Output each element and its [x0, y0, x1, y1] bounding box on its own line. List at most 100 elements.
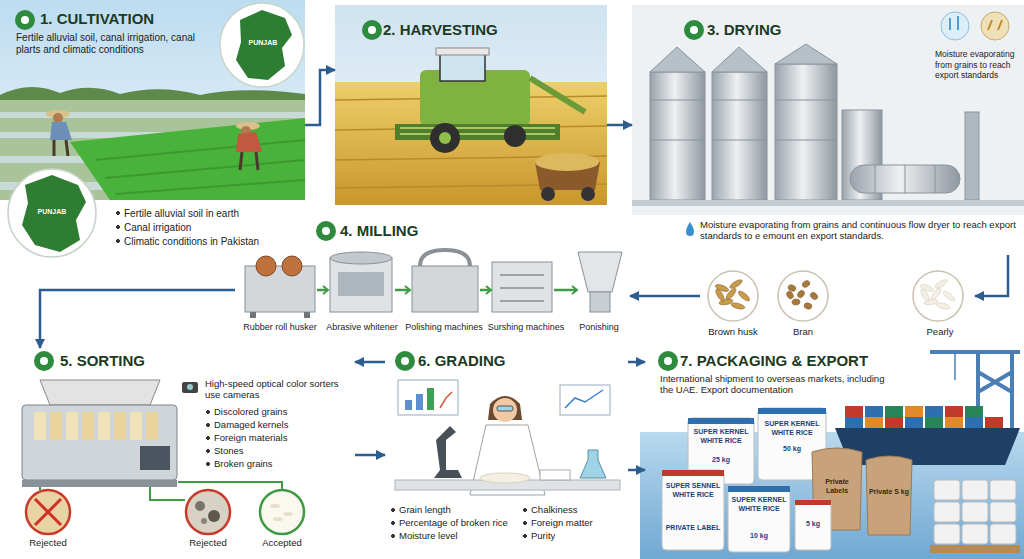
- grain-icon: [942, 290, 956, 303]
- stage-title: 6. GRADING: [418, 352, 506, 370]
- drying-scene: [632, 5, 1024, 236]
- result-caption: Accepted: [248, 537, 316, 549]
- flow-arrow: [975, 255, 1008, 296]
- sorting-machine-part: [146, 412, 158, 440]
- milling-machines-part: [338, 272, 384, 296]
- sorting-machine-part: [187, 384, 193, 390]
- sorting-machine-part: [114, 412, 126, 440]
- packaging-port-scene-part: [962, 524, 988, 544]
- stage-note: Moisture evaporating from grains to reac…: [935, 49, 1019, 81]
- drying-scene-part: [775, 44, 837, 64]
- grading-lab-scene-part: [427, 388, 434, 410]
- drying-scene-part: [690, 26, 698, 34]
- grading-lab-scene-part: [416, 394, 423, 410]
- packaging-port-scene-part: [965, 417, 983, 428]
- grain-icon: [803, 302, 812, 310]
- bag-weight: 10 kg: [730, 532, 788, 541]
- bullet-item: Foreign matter: [522, 517, 631, 529]
- grain-icon: [725, 287, 738, 301]
- drying-scene-part: [988, 20, 1002, 30]
- milling-machines-part: [578, 252, 622, 292]
- harvesting-scene: [335, 5, 607, 205]
- packaging-port-scene-part: [990, 480, 1016, 500]
- grain-icon: [930, 287, 943, 301]
- sorting-machine-part: [195, 501, 205, 511]
- cultivation-scene-part: [22, 175, 86, 252]
- stage-title: 4. MILLING: [340, 222, 418, 240]
- packaging-port-scene-part: [945, 417, 963, 428]
- harvesting-scene-part: [395, 124, 560, 140]
- flow-arrow: [628, 361, 645, 364]
- sorting-machine-part: [273, 517, 283, 521]
- cultivation-scene-part: [220, 3, 304, 87]
- bullet-item: Percentage of broken rice: [390, 517, 527, 529]
- sorting-machine-part: [270, 504, 280, 508]
- milling-machines-part: [330, 258, 392, 312]
- packaging-port-scene-part: [934, 524, 960, 544]
- cultivation-scene-part: [0, 87, 305, 102]
- packaging-port-scene-part: [954, 352, 956, 380]
- sorting-machine-part: [40, 357, 48, 365]
- packaging-port-scene-part: [845, 417, 863, 428]
- packaging-port-scene-part: [925, 417, 943, 428]
- harvesting-scene-part: [400, 128, 555, 134]
- bullet-item: Purity: [522, 530, 631, 542]
- bag-label: PRIVATE LABEL: [664, 524, 722, 533]
- sorting-machine-part: [50, 412, 62, 440]
- bag-label: SUPER SENNEL WHITE RICE: [664, 482, 722, 499]
- packaging-port-scene-part: [925, 406, 943, 417]
- packaging-port-scene-part: [845, 406, 863, 417]
- packaging-port-scene-part: [990, 502, 1016, 522]
- milling-machines-part: [590, 292, 610, 312]
- sorting-machine-part: [182, 382, 198, 393]
- milling-machines-part: [317, 289, 576, 292]
- machine-caption: Polishing machines: [405, 322, 483, 333]
- sorting-machine-part: [34, 351, 54, 371]
- sorting-machine-part: [208, 510, 220, 522]
- sorting-machine-part: [140, 446, 170, 470]
- harvesting-scene-part: [541, 187, 555, 201]
- milling-machines-part: [492, 262, 552, 312]
- product-circle: Pearly: [905, 268, 975, 350]
- cultivation-scene-part: [21, 16, 29, 24]
- harvesting-scene-part: [430, 123, 460, 153]
- sorting-machine-part: [40, 380, 160, 405]
- packaging-port-scene-part: [962, 480, 988, 500]
- cultivation-scene-part: [0, 112, 305, 118]
- bag-label: SUPER KERNEL WHITE RICE: [760, 420, 824, 437]
- drying-scene-part: [650, 72, 705, 200]
- bullet-item: Chalkiness: [522, 504, 631, 516]
- drying-scene-part: [775, 64, 837, 200]
- flow-arrow: [40, 290, 235, 348]
- bullet-item: Stones: [205, 445, 360, 457]
- packaging-port-scene-part: [885, 417, 903, 428]
- null-part: [46, 110, 262, 170]
- stage-title: 5. SORTING: [60, 352, 145, 370]
- drying-scene-part: [850, 165, 960, 193]
- milling-machines-part: [412, 266, 478, 312]
- harvesting-scene-part: [362, 20, 382, 40]
- milling-machines-part: [330, 252, 392, 264]
- result-caption: Rejected: [174, 537, 242, 549]
- milling-machines-part: [323, 286, 577, 294]
- bullet-item: Canal irrigation: [115, 221, 309, 234]
- packaging-port-scene-part: [662, 470, 724, 550]
- bullet-item: Grain length: [390, 504, 527, 516]
- packaging-port-scene-part: [758, 408, 826, 414]
- cultivation-scene-part: [70, 118, 305, 200]
- flow-arrow: [607, 124, 632, 127]
- packaging-port-scene-part: [930, 545, 1020, 553]
- bullet-item: Damaged kernels: [205, 419, 360, 431]
- packaging-port-scene-part: [664, 357, 672, 365]
- null-part-part: [236, 132, 262, 152]
- drying-scene-part: [965, 112, 979, 200]
- stage-panel: 2. HARVESTING: [335, 5, 607, 205]
- packaging-port-scene-part: [990, 524, 1016, 544]
- grain-icon: [809, 291, 819, 301]
- milling-machines-part: [420, 250, 470, 266]
- packaging-port-scene-part: [658, 351, 678, 371]
- packaging-port-scene-part: [934, 480, 960, 500]
- grain-icon: [785, 290, 794, 300]
- cultivation-scene-part: [8, 169, 96, 257]
- sorting-machine-part: [283, 512, 293, 516]
